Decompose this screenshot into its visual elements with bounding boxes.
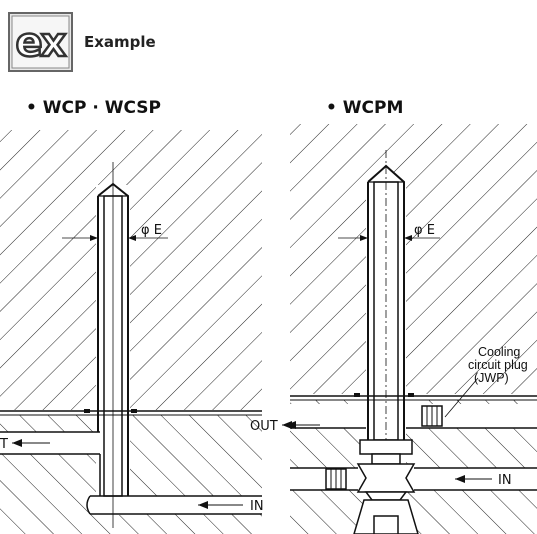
left-diagram: [0, 130, 262, 534]
right-diagram: [290, 124, 537, 534]
left-out-label: T: [0, 437, 8, 452]
callout-line-1: Cooling: [478, 345, 520, 359]
example-label: Example: [84, 33, 156, 51]
ex-logo-icon: ex: [8, 12, 73, 72]
left-diagram-title: • WCP · WCSP: [26, 98, 162, 118]
right-out-label: OUT: [250, 419, 278, 434]
callout-line-2: circuit plug: [468, 358, 528, 372]
left-in-label: IN: [250, 499, 264, 514]
left-dim-label: φ E: [141, 223, 162, 238]
right-in-label: IN: [498, 473, 512, 488]
right-diagram-title: • WCPM: [326, 98, 404, 118]
upper-plate-hatch: [0, 130, 262, 410]
logo-text: ex: [16, 20, 67, 66]
right-dim-label: φ E: [414, 223, 435, 238]
callout-line-3: (JWP): [474, 371, 509, 385]
